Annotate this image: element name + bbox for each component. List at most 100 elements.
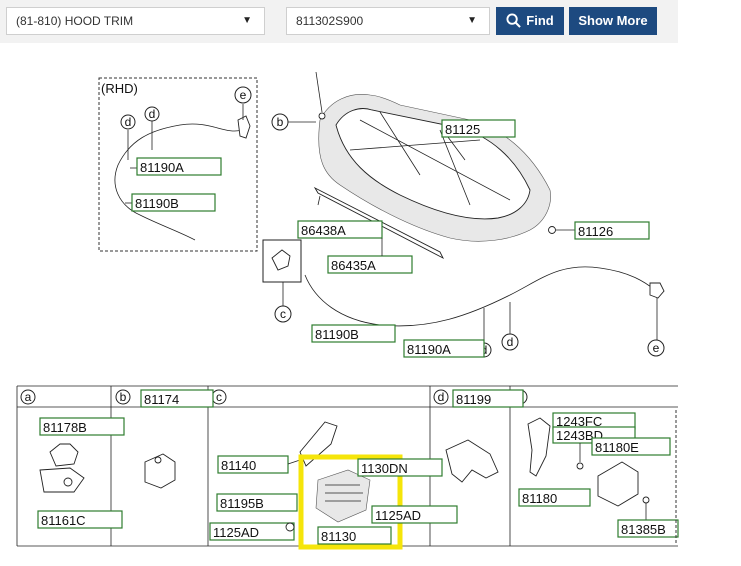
part-number-text: 1125AD xyxy=(213,525,259,540)
chevron-down-icon: ▼ xyxy=(467,15,477,26)
leader-line xyxy=(317,195,321,206)
section-circle-d[interactable] xyxy=(433,389,449,405)
callout-letter-d: d xyxy=(149,107,156,121)
part-number-text: 81180 xyxy=(522,491,557,506)
chevron-down-icon: ▼ xyxy=(242,15,252,26)
part-label-1130DN[interactable] xyxy=(357,458,443,477)
part-label-81180[interactable] xyxy=(518,488,591,507)
part-select-value: 811302S900 xyxy=(296,14,364,28)
screw xyxy=(576,462,584,470)
selected-part-highlight[interactable] xyxy=(298,454,403,550)
part-number-text: 81161C xyxy=(41,513,86,528)
part-number-text: 81385B xyxy=(621,522,666,537)
callout-letter-b: b xyxy=(277,115,284,129)
part-label-81178B[interactable] xyxy=(39,417,125,436)
part-label-81195B[interactable] xyxy=(216,493,298,512)
callout-circle-b[interactable] xyxy=(271,113,289,131)
part-number-text: 81126 xyxy=(578,224,613,239)
search-icon xyxy=(506,13,522,28)
bracket-hole xyxy=(63,477,73,487)
bolt xyxy=(285,522,295,532)
part-label-81180E[interactable] xyxy=(591,437,671,456)
insulator-ribs xyxy=(349,111,511,206)
part-number-select[interactable]: 811302S900 ▼ xyxy=(286,7,490,35)
part-number-text: 81190A xyxy=(140,160,184,175)
callout-letter-e: e xyxy=(240,88,247,102)
hood-stay xyxy=(315,71,323,113)
callout-letter-e: e xyxy=(653,341,660,355)
part-number-text: 1243BD xyxy=(556,428,603,443)
cable-end xyxy=(649,282,665,299)
fastener xyxy=(318,112,326,120)
section-circle-a[interactable] xyxy=(20,389,36,405)
section-letter-d: d xyxy=(438,390,445,404)
part-number-text: 81180E xyxy=(595,440,639,455)
nut xyxy=(642,496,650,504)
part-label-81125[interactable] xyxy=(441,119,516,138)
section-letter-b: b xyxy=(120,390,127,404)
rhd-box xyxy=(98,77,258,252)
handle-bracket xyxy=(597,461,639,507)
rhd-label: (RHD) xyxy=(101,81,138,96)
part-label-81190A-rhd[interactable] xyxy=(136,157,222,176)
show-more-button[interactable]: Show More xyxy=(569,7,657,35)
part-number-text: 81174 xyxy=(144,392,179,407)
callout-letter-d: d xyxy=(125,115,132,129)
part-label-81190B[interactable] xyxy=(311,324,396,343)
rhd-cable xyxy=(114,123,243,241)
part-number-text: 86438A xyxy=(301,223,346,238)
section-letter-c: c xyxy=(216,390,222,404)
part-label-86438A[interactable] xyxy=(297,220,383,239)
leader-line xyxy=(287,459,301,465)
release-handle xyxy=(527,417,551,477)
show-more-label: Show More xyxy=(578,13,648,28)
hood-insulator-inner xyxy=(335,108,531,220)
part-label-86435A[interactable] xyxy=(327,255,413,274)
callout-letter-d: d xyxy=(507,335,514,349)
part-number-text: 1243FC xyxy=(556,414,602,429)
part-label-81140[interactable] xyxy=(217,455,289,474)
callout-circle-e[interactable] xyxy=(234,86,252,104)
callout-circle-c[interactable] xyxy=(274,305,292,323)
latch-bracket xyxy=(144,453,176,489)
parts-diagram: .lbl{fill:#fff;stroke:#2e7d2e;stroke-wid… xyxy=(16,71,679,550)
part-number-text: 81190A xyxy=(407,342,451,357)
part-label-81199[interactable] xyxy=(452,389,524,408)
latch-detail xyxy=(325,484,363,502)
group-select[interactable]: (81-810) HOOD TRIM ▼ xyxy=(6,7,265,35)
bracket-part xyxy=(39,467,85,493)
find-button[interactable]: Find xyxy=(496,7,564,35)
group-select-value: (81-810) HOOD TRIM xyxy=(16,14,134,28)
part-number-text: 81130 xyxy=(321,529,356,544)
part-number-text: 1130DN xyxy=(361,461,408,476)
callout-circle-d[interactable] xyxy=(144,106,160,122)
part-label-1125AD-right[interactable] xyxy=(371,505,458,524)
part-label-81126[interactable] xyxy=(574,221,650,240)
callout-circle-d[interactable] xyxy=(120,114,136,130)
part-label-81385B[interactable] xyxy=(617,519,679,538)
section-circle-b[interactable] xyxy=(115,389,131,405)
part-label-81174[interactable] xyxy=(140,389,214,408)
part-label-81130[interactable] xyxy=(317,526,392,545)
part-number-text: 81178B xyxy=(43,420,87,435)
part-number-text: 81199 xyxy=(456,392,491,407)
part-label-1125AD-left[interactable] xyxy=(209,522,295,541)
part-number-text: 81190B xyxy=(135,196,179,211)
bumper-part xyxy=(49,443,79,467)
part-label-81190B-rhd[interactable] xyxy=(131,193,216,212)
find-label: Find xyxy=(526,13,554,28)
hood-release-cable xyxy=(304,266,656,327)
latch-small xyxy=(271,249,291,271)
part-label-81161C[interactable] xyxy=(37,510,123,529)
clip xyxy=(548,226,556,234)
callout-circle-e[interactable] xyxy=(647,339,665,357)
callout-circle-d[interactable] xyxy=(501,333,519,351)
part-number-text: 81140 xyxy=(221,458,256,473)
part-number-text: 81125 xyxy=(445,122,480,137)
part-number-text: 1125AD xyxy=(375,508,421,523)
part-number-text: 81195B xyxy=(220,496,264,511)
part-number-text: 81190B xyxy=(315,327,359,342)
bolt xyxy=(154,456,162,464)
part-label-81190A[interactable] xyxy=(403,339,485,358)
search-toolbar: (81-810) HOOD TRIM ▼ 811302S900 ▼ Find S… xyxy=(0,0,678,43)
